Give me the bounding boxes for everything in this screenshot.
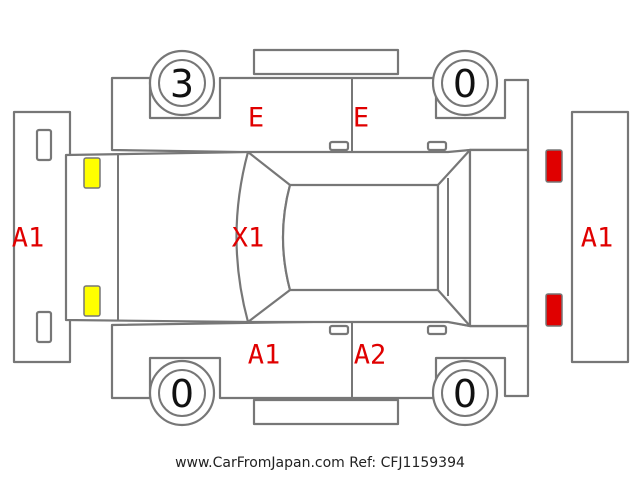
front-bumper (12, 110, 72, 364)
wheel-front-left-inner (158, 59, 206, 107)
wheel-rear-left-count: 0 (453, 62, 477, 106)
front-bumper-tab-top (35, 128, 53, 162)
wheel-rear-left-inner (441, 59, 489, 107)
wheel-front-right-count: 0 (170, 372, 194, 416)
code-right-front-door: A1 (248, 340, 281, 371)
left-rocker (252, 48, 400, 76)
code-left-rear-door: E (353, 103, 369, 134)
code-front-bumper: A1 (12, 223, 45, 254)
wheel-front-left-count: 3 (170, 62, 194, 106)
rear-light-bottom (545, 293, 563, 327)
wheel-rear-right-count: 0 (453, 372, 477, 416)
tailgate (468, 148, 530, 328)
code-left-front-door: E (248, 103, 264, 134)
code-right-rear-door: A2 (354, 340, 387, 371)
right-rocker (252, 398, 400, 426)
rear-light-top (545, 149, 563, 183)
front-light-bottom (83, 285, 101, 317)
rear-bumper (570, 110, 630, 364)
footer-reference: www.CarFromJapan.com Ref: CFJ1159394 (175, 455, 465, 471)
front-light-top (83, 157, 101, 189)
left-rear-door-handle (426, 140, 448, 152)
wheel-rear-right-inner (441, 369, 489, 417)
front-bumper-tab-bottom (35, 310, 53, 344)
right-front-door-handle (328, 324, 350, 336)
roof (281, 183, 440, 292)
right-rear-door-handle (426, 324, 448, 336)
code-rear-bumper: A1 (581, 223, 614, 254)
wheel-front-right-inner (158, 369, 206, 417)
left-front-door-handle (328, 140, 350, 152)
code-hood: X1 (232, 223, 265, 254)
